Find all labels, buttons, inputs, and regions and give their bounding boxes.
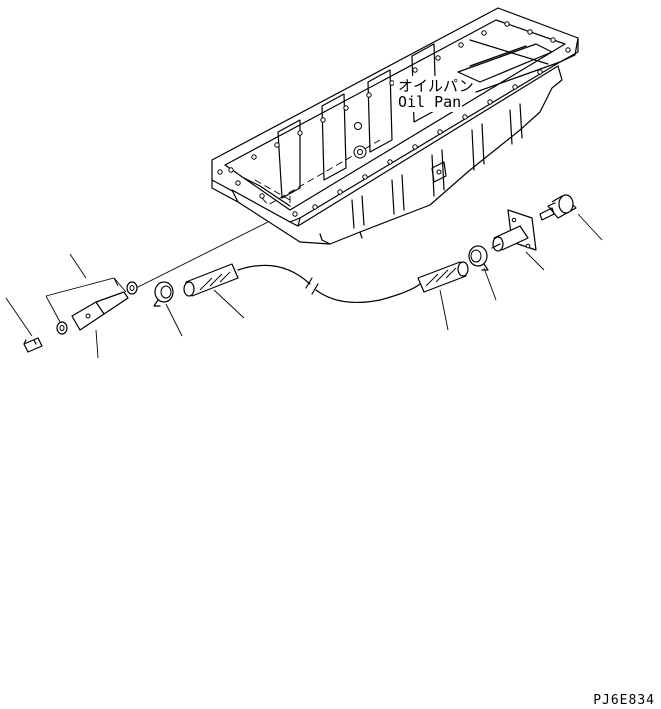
hose-right: [417, 261, 469, 293]
gauge-fitting: [71, 291, 129, 331]
tube: [237, 264, 421, 304]
hose-left-leader: [213, 289, 245, 319]
hose-clamp-right: [468, 245, 489, 271]
oil-pan-label-en: Oil Pan: [398, 93, 461, 111]
fitting-leader: [95, 329, 99, 359]
tube-break: [305, 277, 319, 295]
oil-pan-label-jp: オイルパン: [398, 77, 474, 95]
bolt: [23, 337, 43, 353]
oil-pan: [211, 7, 579, 245]
gasket: [126, 281, 138, 295]
bolt-leader: [5, 297, 33, 337]
flange-leader: [525, 251, 545, 271]
group-leader: [69, 253, 87, 279]
clamp-left-leader: [165, 303, 183, 337]
hose-right-leader: [439, 289, 449, 331]
drawing-code: PJ6E834: [593, 693, 655, 708]
hose-clamp-left: [153, 281, 174, 307]
washer: [56, 321, 68, 335]
plug: [539, 194, 577, 221]
plug-leader: [577, 213, 603, 241]
pan-leader-line: [127, 221, 269, 293]
clamp-right-leader: [483, 267, 497, 301]
flange-connector: [491, 209, 537, 252]
oil-pan-label: オイルパン Oil Pan: [394, 76, 474, 112]
group-bracket: [45, 277, 127, 323]
hose-left: [183, 263, 239, 297]
